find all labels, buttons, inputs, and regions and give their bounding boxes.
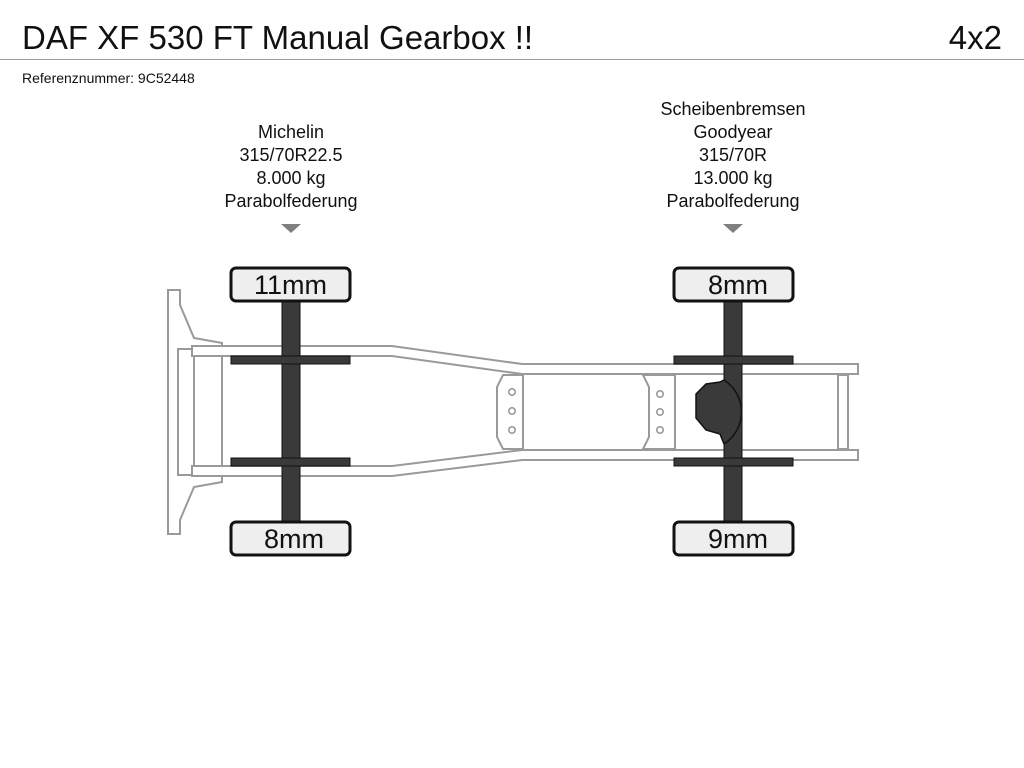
front-tread-bottom: 8mm (264, 524, 324, 554)
front-tread-top: 11mm (254, 270, 327, 300)
bolt-hole (655, 425, 664, 434)
front-axle-specs: Michelin 315/70R22.5 8.000 kg Parabolfed… (171, 121, 411, 213)
rear-suspension: Parabolfederung (666, 191, 800, 211)
front-axle-load: 8.000 kg (256, 168, 326, 188)
rear-axle-marker (723, 224, 743, 233)
front-tyre-brand: Michelin (257, 122, 325, 142)
bolt-hole (507, 387, 516, 396)
front-tyre-size: 315/70R22.5 (239, 145, 343, 165)
rear-brakes: Scheibenbremsen (660, 99, 806, 119)
front-crossmember (177, 348, 195, 476)
vehicle-title: DAF XF 530 FT Manual Gearbox !! (22, 19, 534, 56)
rear-axle-specs: Scheibenbremsen Goodyear 315/70R 13.000 … (613, 98, 853, 213)
rear-tread-bottom: 9mm (708, 524, 768, 554)
rear-tread-top: 8mm (708, 270, 768, 300)
bolt-hole (507, 425, 516, 434)
rear-tyre-size: 315/70R (698, 145, 768, 165)
axle-configuration: 4x2 (948, 19, 1002, 56)
rear-axle-load: 13.000 kg (693, 168, 773, 188)
bolt-hole (655, 407, 664, 416)
rear-tread-bottom-box: 9mm (672, 520, 795, 557)
bolt-hole (507, 406, 516, 415)
front-axle-beam (281, 299, 301, 525)
front-tread-top-box: 11mm (229, 266, 352, 303)
front-spring-bottom (230, 457, 351, 467)
rear-differential (695, 379, 743, 446)
front-tread-bottom-box: 8mm (229, 520, 352, 557)
header-divider (0, 59, 1024, 60)
rear-tyre-brand: Goodyear (693, 122, 773, 142)
rear-spring-top (673, 355, 794, 365)
bolt-hole (655, 389, 664, 398)
rear-tread-top-box: 8mm (672, 266, 795, 303)
reference-number: Referenznummer: 9C52448 (22, 70, 195, 86)
front-axle-marker (281, 224, 301, 233)
crossmember-rear (837, 374, 849, 450)
front-spring-top (230, 355, 351, 365)
rear-spring-bottom (673, 457, 794, 467)
frame-rail-bottom (191, 449, 859, 477)
front-suspension: Parabolfederung (224, 191, 358, 211)
